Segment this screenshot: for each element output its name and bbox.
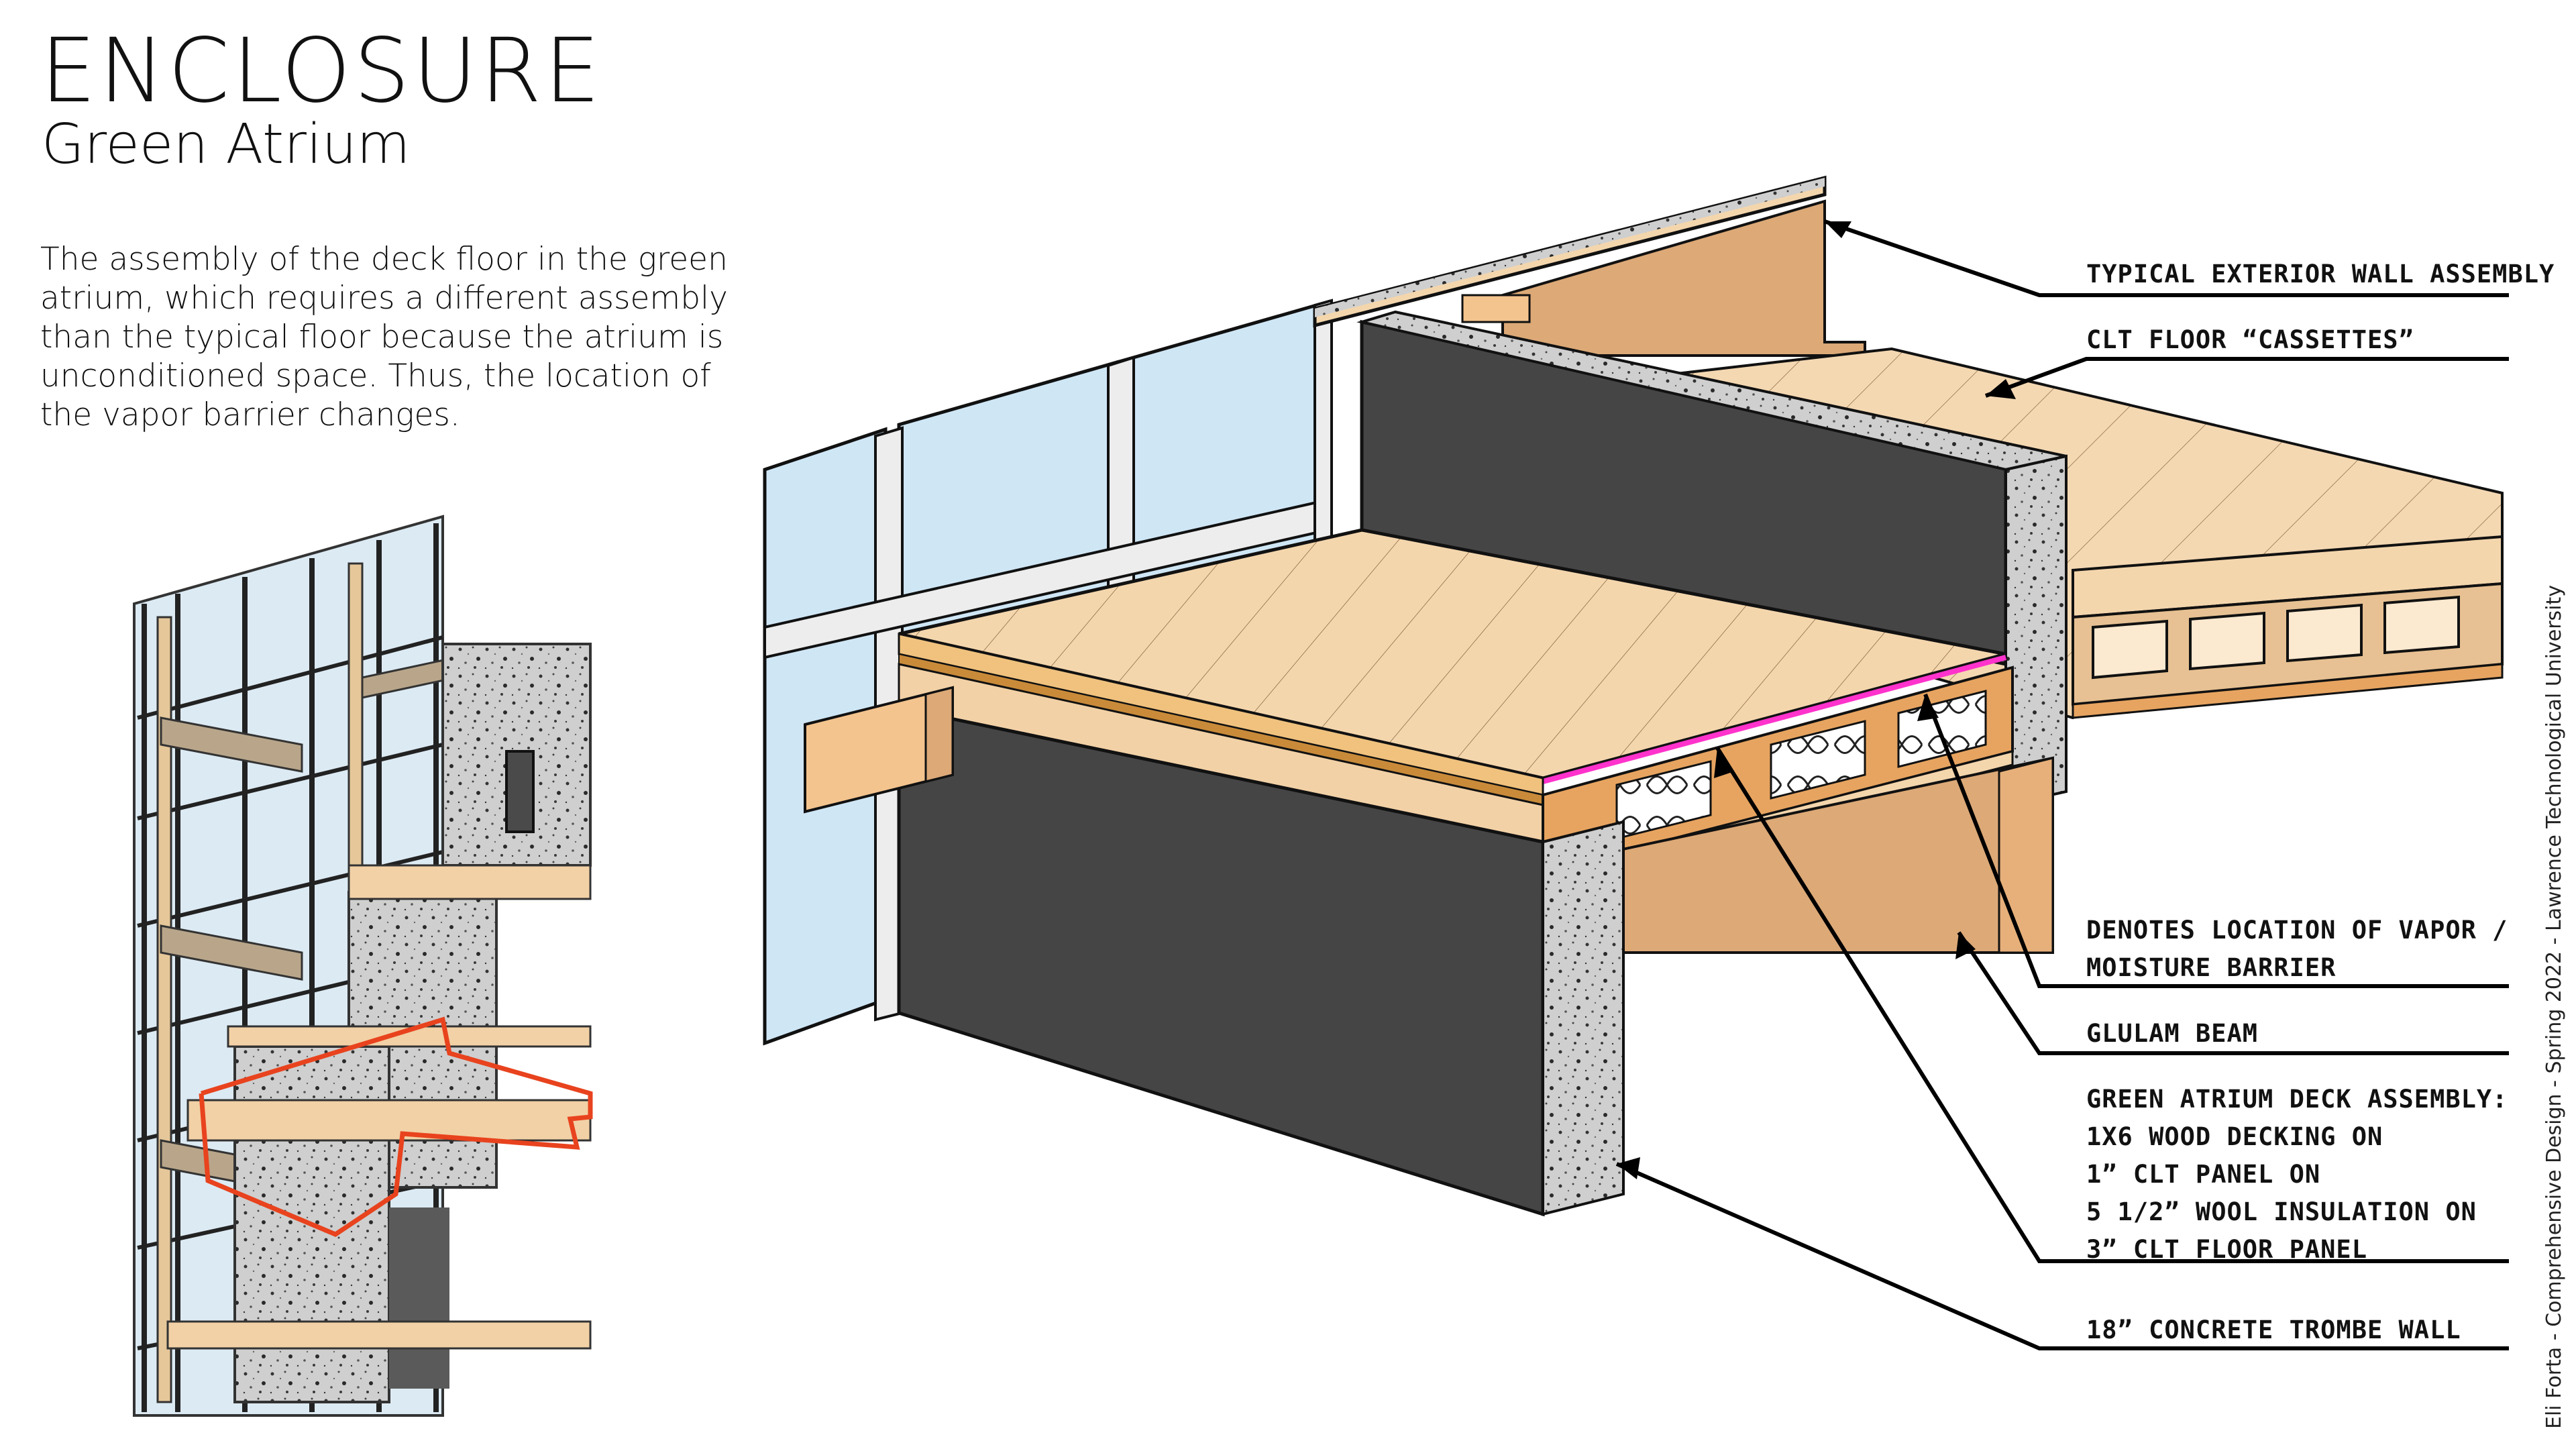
callout-glulam-beam: Glulam beam bbox=[2086, 1019, 2259, 1048]
callout-deck-layer: 5 1/2” wool insulation on bbox=[2086, 1197, 2477, 1226]
description-line: The assembly of the deck floor in the gr… bbox=[40, 241, 728, 278]
callout-leader-lines bbox=[1615, 219, 2509, 1350]
green-atrium-deck-detail bbox=[763, 175, 2504, 1217]
credit-text: Eli Forta - Comprehensive Design - Sprin… bbox=[2542, 584, 2566, 1429]
callout-clt-cassettes: CLT floor “cassettes” bbox=[2086, 325, 2414, 354]
description-line: than the typical floor because the atriu… bbox=[40, 319, 724, 356]
callout-deck-layer: 1” CLT panel on bbox=[2086, 1160, 2321, 1189]
curtain-wall-mullions bbox=[763, 299, 1333, 1022]
callout-deck-layer: 3” CLT floor panel bbox=[2086, 1235, 2367, 1264]
description-line: unconditioned space. Thus, the location … bbox=[40, 358, 711, 394]
callout-vapor-barrier-line1: Denotes location of vapor / bbox=[2086, 916, 2508, 945]
overview-highlight-outline bbox=[199, 1016, 593, 1237]
atrium-axonometric-overview bbox=[133, 515, 593, 1417]
description-text: The assembly of the deck floor in the gr… bbox=[40, 240, 728, 435]
callout-deck-assembly-title: Green atrium deck assembly: bbox=[2086, 1085, 2508, 1114]
wool-insulation-cells bbox=[1615, 690, 1987, 840]
callout-arrowheads bbox=[1617, 221, 2016, 1179]
page-title: ENCLOSURE bbox=[40, 19, 603, 123]
callout-vapor-barrier-line2: moisture barrier bbox=[2086, 953, 2337, 982]
description-line: the vapor barrier changes. bbox=[40, 396, 460, 433]
callout-trombe-wall: 18” concrete trombe wall bbox=[2086, 1316, 2461, 1344]
page-subtitle: Green Atrium bbox=[42, 113, 411, 176]
vapor-barrier-line bbox=[1542, 655, 2007, 784]
description-line: atrium, which requires a different assem… bbox=[40, 280, 728, 317]
callout-typical-wall: Typical exterior wall assembly bbox=[2086, 260, 2555, 288]
callout-deck-layer: 1x6 wood decking on bbox=[2086, 1122, 2383, 1151]
